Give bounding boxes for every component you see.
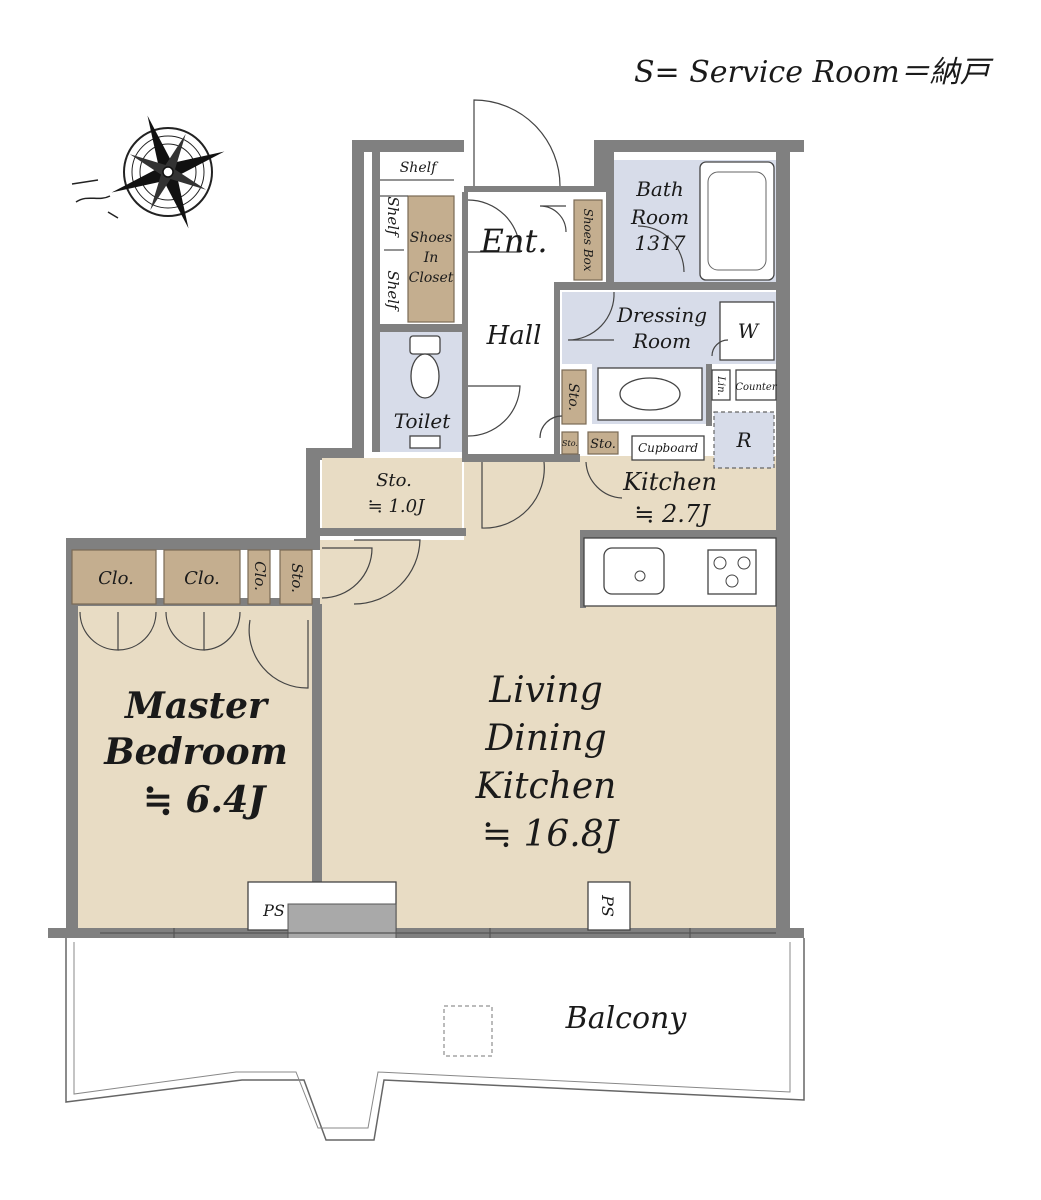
sto-bed-label: Sto. [288,563,306,593]
legend-text: S= Service Room＝納戸 [634,55,994,90]
ent-label: Ent. [480,222,548,260]
balcony-rail [73,942,791,1129]
clo-3-label: Clo. [251,561,269,591]
ldk-size: ≒ 16.8J [482,814,621,855]
toilet-sink [409,435,441,449]
bath-label-2: Room [630,205,689,229]
clo-1-label: Clo. [98,568,134,589]
shelf-left-label: Shelf [384,196,402,238]
ldk-label-2: Dining [484,718,606,759]
bedroom-label-2: Bedroom [103,731,288,773]
sto-dressing-label: Sto. [565,383,581,411]
balcony-label: Balcony [565,1001,688,1036]
dressing-label-2: Room [632,329,691,353]
toilet-label: Toilet [394,409,451,433]
sto-kitchen-label: Sto. [590,437,616,452]
bath-label-1: Bath [635,177,684,201]
toilet-bowl [410,353,440,399]
ldk-label-1: Living [488,670,603,711]
bedroom-label-1: Master [123,685,270,727]
shoes-closet-label-2: In [423,250,439,266]
bathtub-inner [707,171,767,271]
clo-2-label: Clo. [184,568,220,589]
counter-label: Counter [735,382,777,393]
compass-rose-icon [71,115,225,229]
washbasin [619,377,681,411]
ps-right-box [587,881,631,931]
balcony-outline [65,938,805,1141]
ps-left-label: PS [262,901,285,920]
bath-label-3: 1317 [635,231,686,255]
outer-walls [48,140,804,938]
sto-hall-label: Sto. [376,470,412,491]
kitchen-counter [583,537,777,607]
shelf-top-label: Shelf [400,160,439,176]
toilet-tank [409,335,441,355]
kitchen-label: Kitchen [622,468,717,496]
balcony-hatch [443,1005,493,1057]
cupboard-label: Cupboard [638,441,698,455]
shoes-closet-label-1: Shoes [410,230,453,246]
shelf-bottom-label: Shelf [384,270,402,312]
shoes-closet-label-3: Closet [409,270,454,286]
door-swings [79,99,729,689]
windows [100,928,776,938]
linen-label: Lin. [715,375,726,395]
sto-hall-size: ≒ 1.0J [368,496,426,517]
washer-box [719,301,775,361]
fridge-label: R [735,428,751,452]
dressing-label-1: Dressing [616,303,707,327]
shoes-box-label: Shoes Box [581,208,595,271]
washer-label: W [738,319,760,343]
shelf-lines [380,179,454,251]
kitchen-size: ≒ 2.7J [634,500,711,528]
storage-units [71,195,777,605]
bathtub [699,161,775,281]
sto-small-label: Sto. [562,439,578,448]
bedroom-size: ≒ 6.4J [143,779,267,821]
ps-right-label: PS [598,894,617,917]
hall-label: Hall [486,321,542,351]
ldk-label-3: Kitchen [475,766,617,807]
